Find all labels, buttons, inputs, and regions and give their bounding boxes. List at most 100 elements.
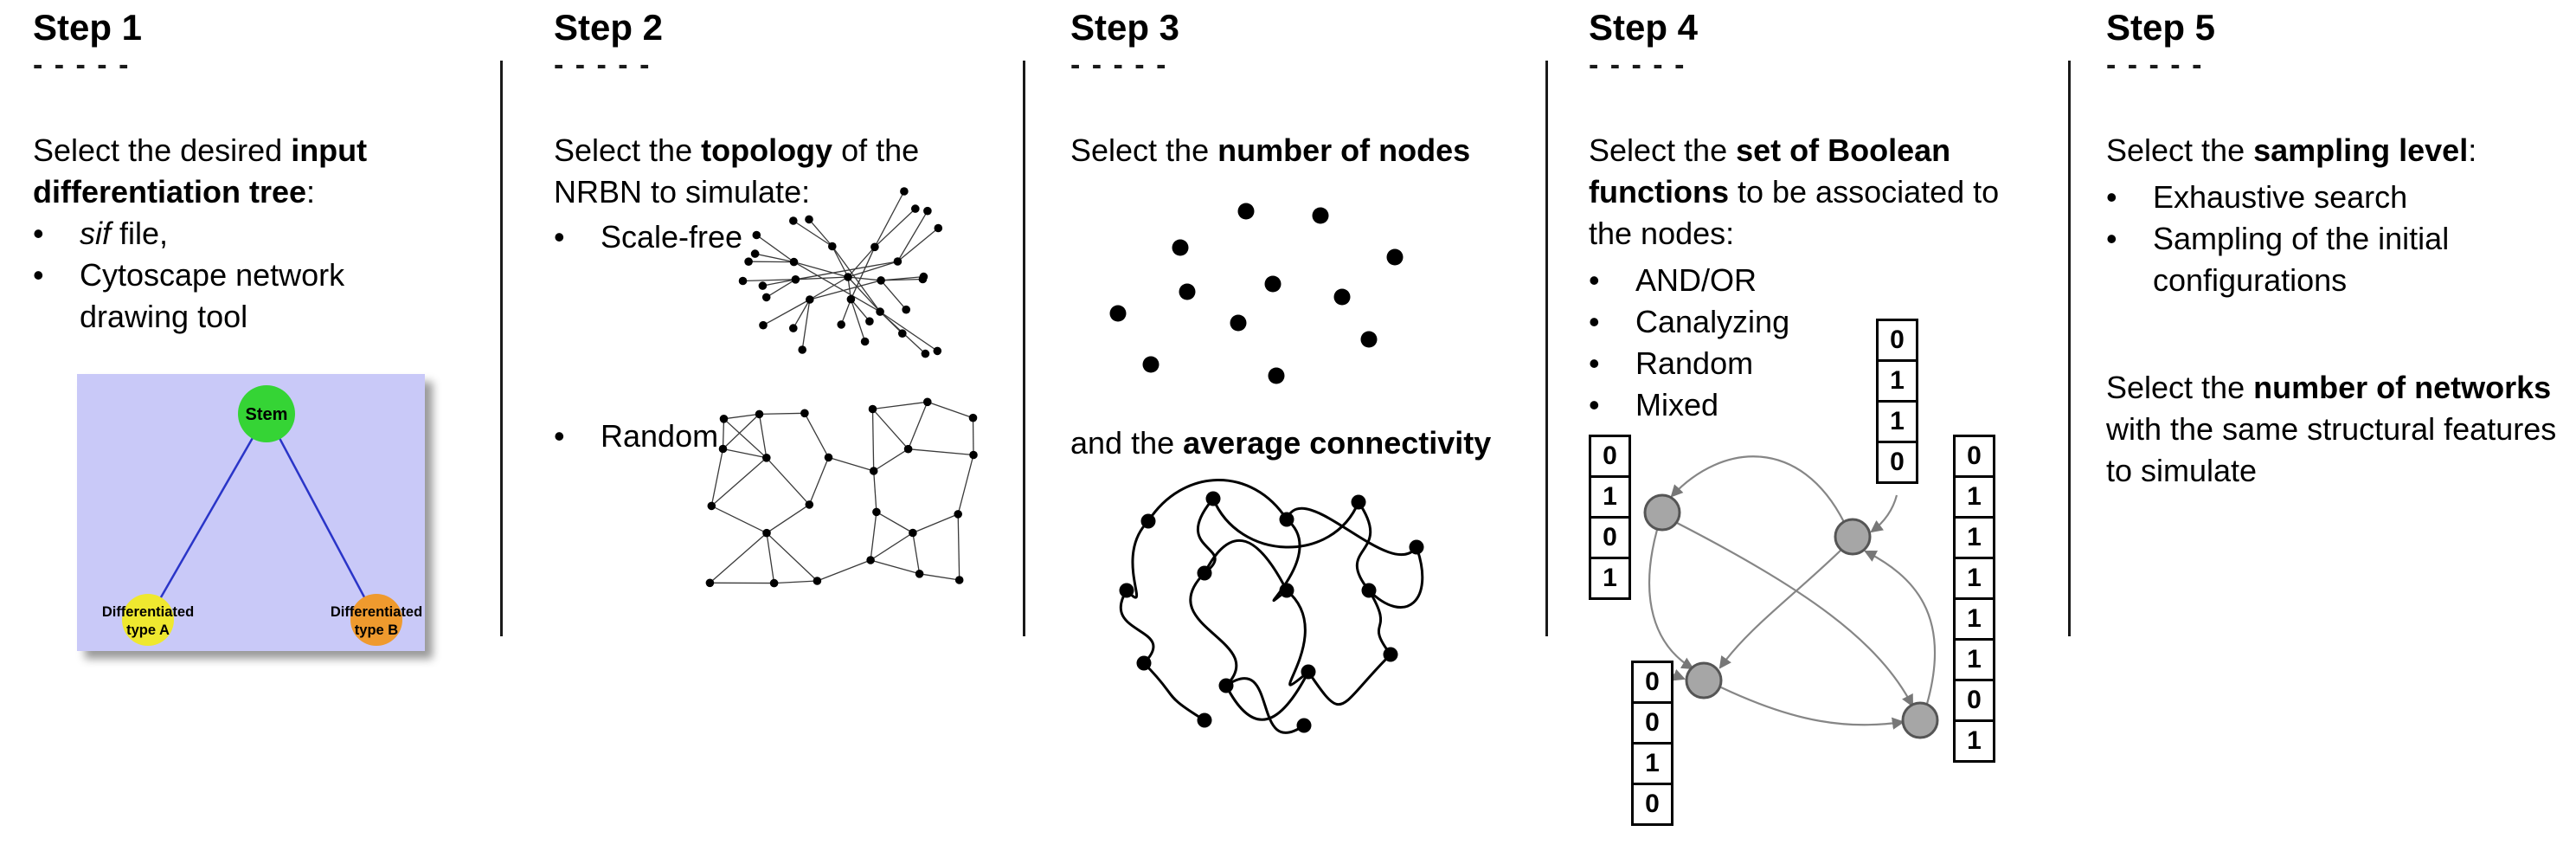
bullet-sampling: • Sampling of the initial configurations xyxy=(2106,218,2521,301)
nodes-dots-graphic xyxy=(1109,203,1404,384)
tree-edge-a xyxy=(146,413,268,621)
stem-node xyxy=(238,385,295,442)
type-a-label-line1: Differentiated xyxy=(102,604,194,620)
differentiated-type-b-node xyxy=(350,594,402,646)
boolean-node-2 xyxy=(1834,518,1872,556)
boolean-table-top: 0 1 1 0 xyxy=(1876,319,1918,484)
step-1-title: Step 1 xyxy=(33,7,143,48)
boolean-node-4 xyxy=(1901,701,1939,739)
bullet-canalyzing: • Canalyzing xyxy=(1589,301,1874,343)
step-3-column: Step 3 - - - - - Select the number of no… xyxy=(1070,0,1533,851)
step-1-dashes: - - - - - xyxy=(33,48,131,81)
bullet-random: • Random xyxy=(554,416,900,457)
bullet-and-or: • AND/OR xyxy=(1589,260,1874,301)
bullet-marker: • xyxy=(554,418,565,454)
table-cell: 0 xyxy=(1876,441,1918,484)
table-cell: 1 xyxy=(1953,557,1995,600)
boolean-node-1 xyxy=(1643,493,1681,532)
intro-pre: Select the xyxy=(1589,132,1737,168)
table-cell: 1 xyxy=(1589,557,1631,600)
table-cell: 1 xyxy=(1876,359,1918,403)
bullet-marker: • xyxy=(2106,179,2117,215)
bullet-marker: • xyxy=(33,257,44,293)
step-5-dashes: - - - - - xyxy=(2106,48,2204,81)
table-cell: 0 xyxy=(1876,319,1918,362)
step-2-column: Step 2 - - - - - Select the topology of … xyxy=(554,0,1021,851)
type-b-label-line2: type B xyxy=(355,622,399,638)
bullet-text: Exhaustive search xyxy=(2153,179,2408,215)
bullet-text: Canalyzing xyxy=(1635,304,1790,339)
tree-edge-b xyxy=(265,413,378,621)
bullet-marker: • xyxy=(33,216,44,251)
table-cell: 0 xyxy=(1631,701,1673,745)
sif-italic: sif xyxy=(80,216,111,251)
bullet-mixed: • Mixed xyxy=(1589,384,1874,426)
column-divider-1 xyxy=(500,61,503,636)
step-4-title: Step 4 xyxy=(1589,7,1699,48)
table-cell: 1 xyxy=(1876,400,1918,443)
intro-post: : xyxy=(2468,132,2477,168)
intro-post: : xyxy=(306,174,316,210)
random-network-graphic xyxy=(705,397,978,588)
table-cell: 0 xyxy=(1589,435,1631,478)
column-divider-3 xyxy=(1545,61,1548,636)
step-2-intro: Select the topology of the NRBN to simul… xyxy=(554,130,960,213)
second-pre: Select the xyxy=(2106,370,2254,405)
second-bold: number of networks xyxy=(2253,370,2552,405)
boolean-node-3 xyxy=(1685,661,1723,699)
differentiation-tree-graphic: Stem Differentiated type A Differentiate… xyxy=(77,374,425,651)
table-cell: 0 xyxy=(1953,435,1995,478)
bullet-marker: • xyxy=(2106,221,2117,256)
step-1-intro: Select the desired input differentiation… xyxy=(33,130,457,213)
boolean-table-bottom: 0 0 1 0 xyxy=(1631,661,1673,826)
bullet-random-functions: • Random xyxy=(1589,343,1874,384)
step-2-title: Step 2 xyxy=(554,7,664,48)
table-cell: 0 xyxy=(1631,783,1673,826)
bullet-text: Mixed xyxy=(1635,387,1719,422)
step-4-column: Step 4 - - - - - Select the set of Boole… xyxy=(1589,0,2054,851)
second-post: with the same structural features to sim… xyxy=(2106,411,2557,488)
bullet-cytoscape: • Cytoscape network drawing tool xyxy=(33,255,396,338)
bullet-text: Random xyxy=(1635,345,1754,381)
step-5-title: Step 5 xyxy=(2106,7,2216,48)
bullet-exhaustive-search: • Exhaustive search xyxy=(2106,177,2573,218)
table-cell: 0 xyxy=(1953,679,1995,722)
step-3-dashes: - - - - - xyxy=(1070,48,1168,81)
bullet-scale-free: • Scale-free xyxy=(554,216,900,258)
second-pre: and the xyxy=(1070,425,1184,461)
step-3-connectivity-text: and the average connectivity xyxy=(1070,422,1533,464)
differentiated-type-a-node xyxy=(122,594,174,646)
connectivity-network-graphic xyxy=(1119,479,1424,734)
bullet-marker: • xyxy=(1589,345,1600,381)
intro-pre: Select the xyxy=(554,132,702,168)
step-5-intro: Select the sampling level: xyxy=(2106,130,2573,171)
table-cell: 0 xyxy=(1631,661,1673,704)
step-5-networks-text: Select the number of networks with the s… xyxy=(2106,367,2576,492)
table-cell: 1 xyxy=(1953,597,1995,641)
intro-pre: Select the xyxy=(1070,132,1218,168)
step-3-title: Step 3 xyxy=(1070,7,1180,48)
table-cell: 1 xyxy=(1589,475,1631,519)
step-1-column: Step 1 - - - - - Select the desired inpu… xyxy=(33,0,485,851)
table-cell: 0 xyxy=(1589,516,1631,559)
intro-bold: topology xyxy=(701,132,833,168)
step-4-intro: Select the set of Boolean functions to b… xyxy=(1589,130,2047,255)
bullet-text: sif file, xyxy=(80,213,466,255)
sif-rest: file, xyxy=(111,216,169,251)
bullet-text: Random xyxy=(601,418,719,454)
intro-bold: number of nodes xyxy=(1217,132,1471,168)
intro-post: of the NRBN to simulate: xyxy=(554,132,920,210)
table-cell: 1 xyxy=(1953,475,1995,519)
column-divider-4 xyxy=(2068,61,2071,636)
second-bold: average connectivity xyxy=(1183,425,1492,461)
step-4-dashes: - - - - - xyxy=(1589,48,1686,81)
step-2-dashes: - - - - - xyxy=(554,48,652,81)
intro-bold: sampling level xyxy=(2253,132,2469,168)
table-cell: 1 xyxy=(1953,516,1995,559)
intro-pre: Select the xyxy=(2106,132,2254,168)
type-b-label-line1: Differentiated xyxy=(331,604,422,620)
bullet-text: AND/OR xyxy=(1635,262,1757,298)
step-5-column: Step 5 - - - - - Select the sampling lev… xyxy=(2106,0,2576,851)
intro-bold: set of Boolean functions xyxy=(1589,132,1951,210)
